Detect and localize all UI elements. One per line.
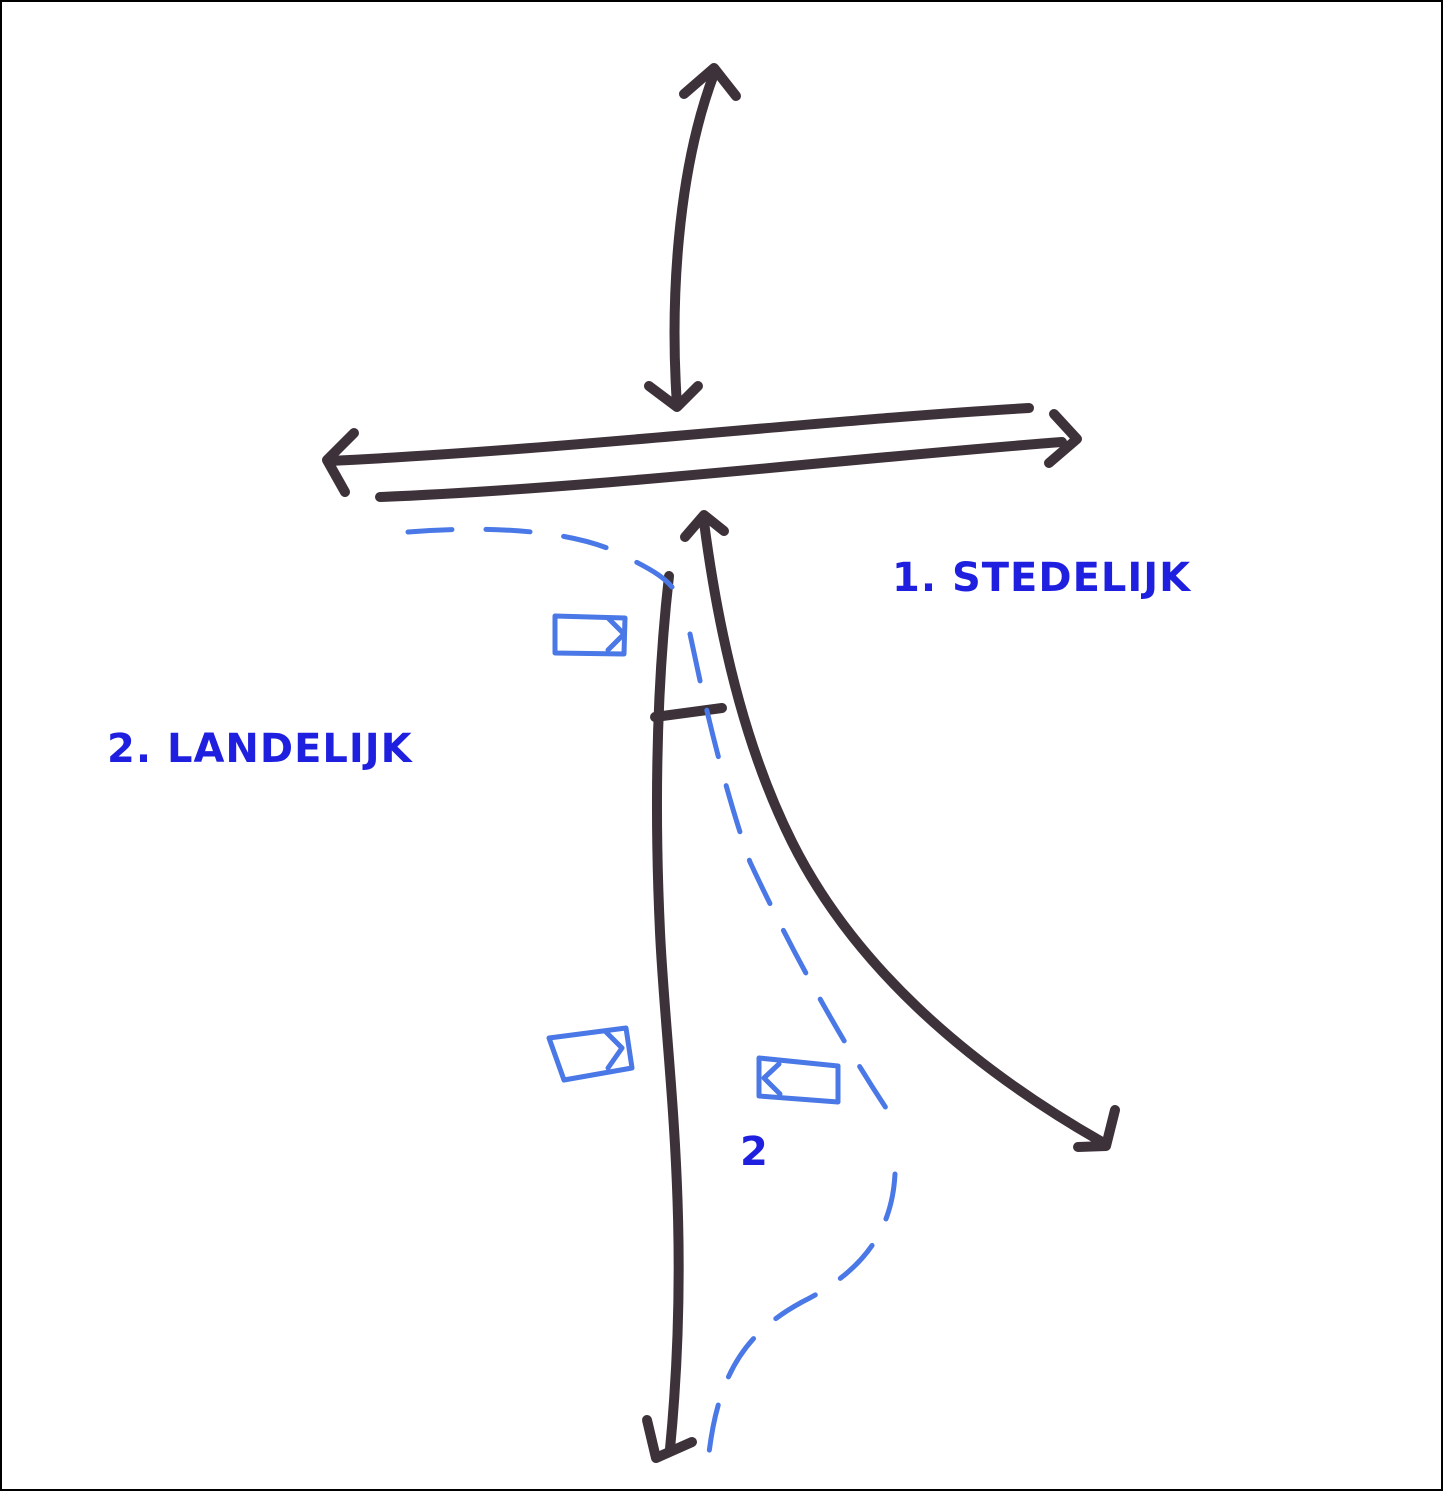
south-road-line bbox=[652, 571, 684, 1454]
south-road-arrowhead bbox=[642, 1415, 697, 1463]
main-road-upper-line bbox=[324, 403, 1034, 466]
dashed-return-route bbox=[705, 1171, 898, 1465]
curved-road-arrowhead-bottom bbox=[1073, 1105, 1120, 1152]
route-layer bbox=[405, 526, 898, 1465]
car-rectangle-icon bbox=[546, 1025, 635, 1083]
roads-layer bbox=[322, 63, 1120, 1463]
north-road-arrow-line bbox=[669, 69, 719, 410]
label-route-number: 2 bbox=[740, 1129, 769, 1175]
main-road-arrowhead-left bbox=[322, 428, 359, 497]
car-rectangle-icon bbox=[552, 613, 628, 657]
main-road-arrowhead-right bbox=[1044, 409, 1082, 468]
north-road-arrowhead-bottom bbox=[644, 381, 703, 412]
main-road-lower-line bbox=[375, 437, 1067, 502]
curved-road-arrowhead-top bbox=[680, 510, 729, 542]
dashed-left-turn-route bbox=[405, 526, 675, 590]
dashed-branch-route bbox=[687, 631, 893, 1117]
curved-road-line bbox=[699, 517, 1107, 1147]
label-urban: 1. STEDELIJK bbox=[892, 555, 1192, 601]
road-tick-mark bbox=[650, 703, 727, 722]
north-road-arrowhead-top bbox=[679, 63, 741, 101]
label-rural: 2. LANDELIJK bbox=[107, 726, 413, 772]
car-rectangle-icon bbox=[756, 1055, 841, 1105]
